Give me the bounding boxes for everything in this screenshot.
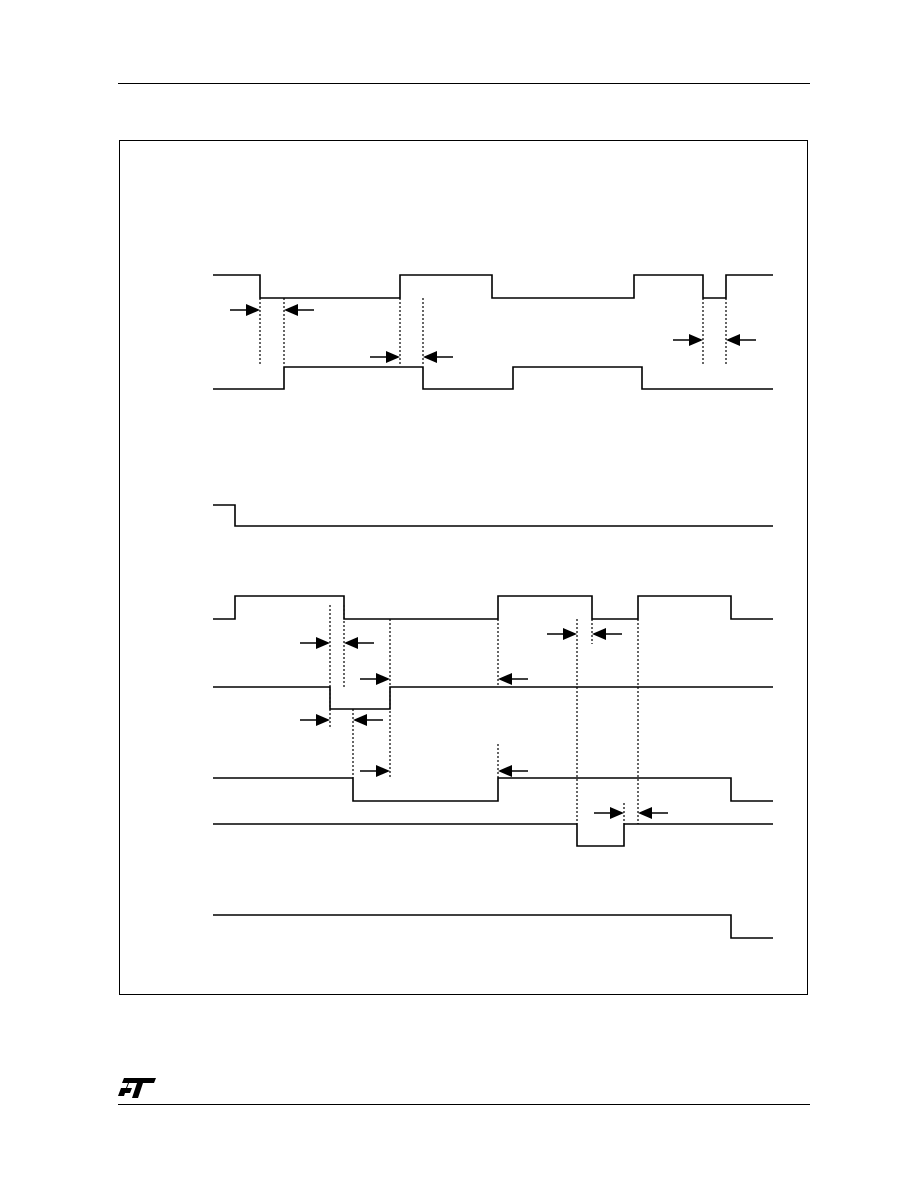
- arrow-heads: [246, 304, 740, 819]
- arrow-left-icon: [498, 765, 512, 777]
- arrow-left-icon: [726, 334, 740, 346]
- arrow-right-icon: [386, 351, 400, 363]
- arrow-right-icon: [376, 765, 390, 777]
- arrow-left-icon: [284, 304, 298, 316]
- arrow-left-icon: [353, 714, 367, 726]
- arrow-right-icon: [316, 714, 330, 726]
- arrow-shafts: [230, 309, 756, 814]
- waveform-select-b: [213, 777, 773, 802]
- arrow-right-icon: [246, 304, 260, 316]
- waveform-data: [213, 366, 773, 390]
- waveform-output: [213, 823, 773, 847]
- arrow-right-icon: [376, 673, 390, 685]
- arrow-right-icon: [689, 334, 703, 346]
- arrow-right-icon: [610, 807, 624, 819]
- arrow-left-icon: [344, 637, 358, 649]
- footer-rule: [118, 1104, 810, 1105]
- waveform-select-a: [213, 686, 773, 710]
- waveform-clock: [213, 274, 773, 299]
- header-rule: [118, 83, 810, 84]
- figure-frame: [119, 140, 808, 995]
- timing-markers: [259, 298, 727, 824]
- waveform-strobe: [213, 595, 773, 620]
- arrow-left-icon: [638, 807, 652, 819]
- waveform-enable: [213, 504, 773, 527]
- arrow-right-icon: [316, 637, 330, 649]
- arrow-left-icon: [498, 673, 512, 685]
- waveforms: [213, 274, 773, 939]
- arrow-left-icon: [423, 351, 437, 363]
- st-logo-icon: [118, 1078, 156, 1098]
- arrow-right-icon: [563, 628, 577, 640]
- arrow-left-icon: [592, 628, 606, 640]
- waveform-final: [213, 914, 773, 939]
